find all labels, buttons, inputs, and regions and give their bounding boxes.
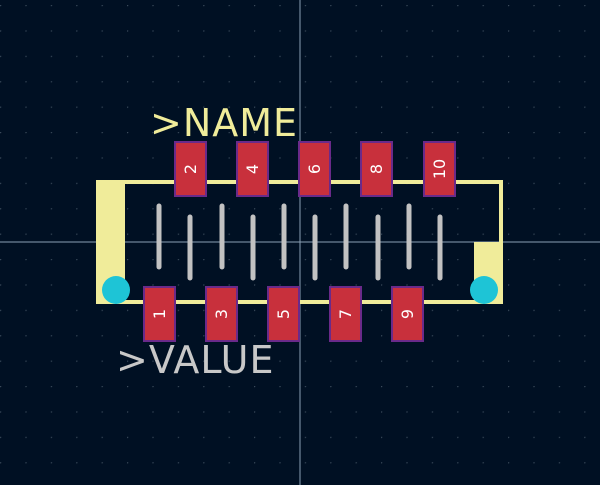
pad-9[interactable]: 9 — [391, 286, 424, 342]
pad-label: 4 — [243, 164, 262, 174]
pad-label: 5 — [274, 309, 293, 319]
pad-label: 1 — [150, 309, 169, 319]
pad-label: 3 — [212, 309, 231, 319]
pad-4[interactable]: 4 — [236, 141, 269, 197]
pad-6[interactable]: 6 — [298, 141, 331, 197]
pad-3[interactable]: 3 — [205, 286, 238, 342]
pad-8[interactable]: 8 — [360, 141, 393, 197]
pad-10[interactable]: 10 — [423, 141, 456, 197]
pad-5[interactable]: 5 — [267, 286, 300, 342]
mounting-hole-right[interactable] — [470, 276, 498, 304]
pad-label: 10 — [430, 159, 449, 179]
value-text[interactable]: >VALUE — [116, 338, 275, 382]
pad-label: 9 — [398, 309, 417, 319]
mounting-hole-left[interactable] — [102, 276, 130, 304]
pin-lines — [156, 203, 443, 281]
pad-2[interactable]: 2 — [174, 141, 207, 197]
pad-label: 6 — [305, 164, 324, 174]
pad-7[interactable]: 7 — [329, 286, 362, 342]
reference-designator-text[interactable]: >NAME — [150, 101, 298, 145]
pad-label: 2 — [181, 164, 200, 174]
pad-label: 8 — [367, 164, 386, 174]
pad-label: 7 — [336, 309, 355, 319]
pad-1[interactable]: 1 — [143, 286, 176, 342]
